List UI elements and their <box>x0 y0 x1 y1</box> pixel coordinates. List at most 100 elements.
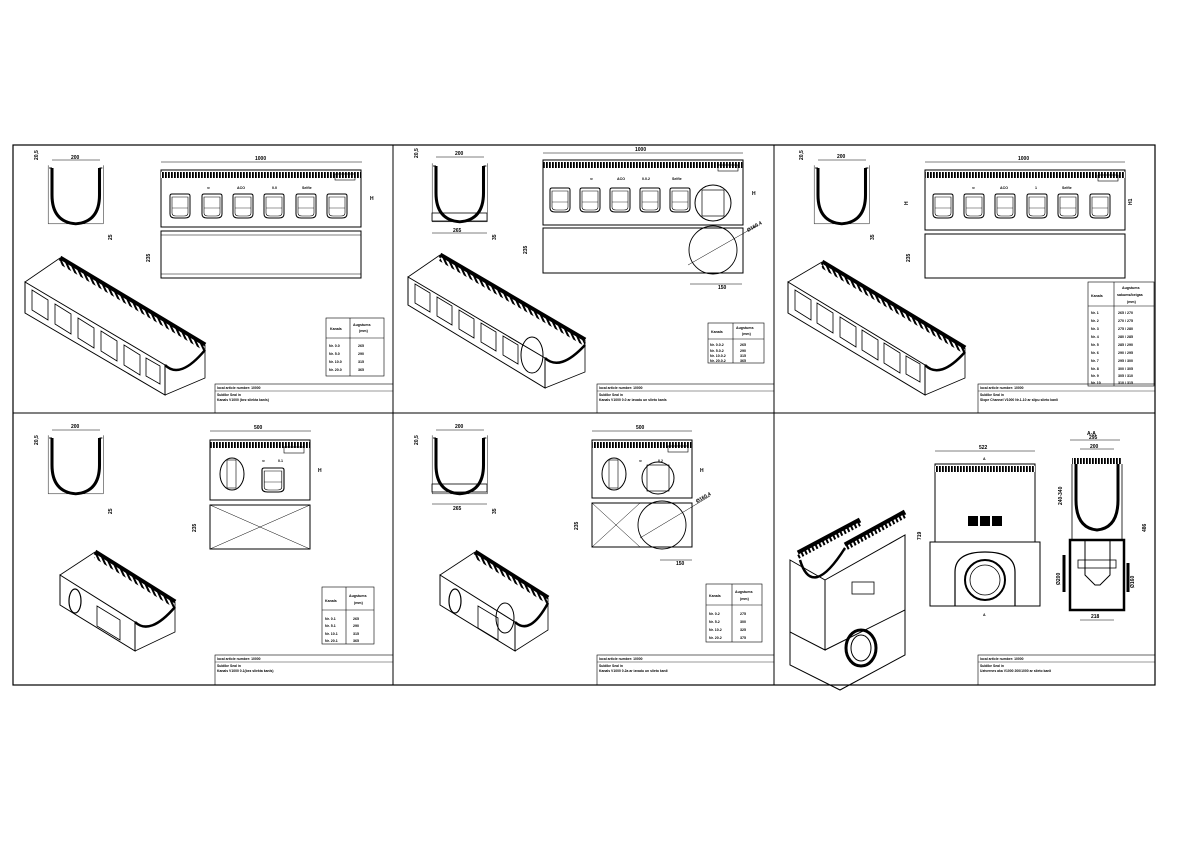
dimension-label: Nr. 0.2 <box>709 612 720 616</box>
dimension-label: 20,5 <box>414 148 420 158</box>
dimension-label: 295 <box>1089 435 1098 441</box>
dimension-label: Augstums <box>736 326 754 330</box>
dimension-label: H <box>318 468 322 474</box>
dimension-label: (mm) <box>740 597 750 601</box>
dimension-label: Nr. 10.0 <box>329 360 342 364</box>
dimension-label: 235 <box>906 253 912 262</box>
dimension-label: local article number: 10000 <box>217 657 261 661</box>
dimension-label: Uztvernes aka V1000 200/1000 ar slieto k… <box>980 669 1051 673</box>
dimension-label: Nr. 20.1 <box>325 639 338 643</box>
dimension-label: 295 / 300 <box>1118 359 1133 363</box>
dimension-label: 315 <box>358 360 364 364</box>
dimension-label: local article number: 10000 <box>599 386 643 390</box>
dimension-label: 280 / 285 <box>1118 335 1133 339</box>
p1-logo-size: 0.0 <box>272 186 277 190</box>
p4-title-block: local article number: 10000 Sublike Seal… <box>214 654 394 686</box>
dimension-label: 310 / 315 <box>1118 381 1133 385</box>
dimension-label: Nr. 2 <box>1091 319 1099 323</box>
dimension-label: 290 / 295 <box>1118 351 1133 355</box>
p1-width-dim: 200 <box>71 155 80 161</box>
dimension-label: 235 <box>523 245 529 254</box>
dimension-label: 200 <box>837 154 846 160</box>
dimension-label: 1000 <box>635 147 646 153</box>
dimension-label: 365 <box>740 359 746 363</box>
p1-table: Kanals Augstums (mm) Nr. 0.0 265 Nr. 5.0… <box>325 317 385 377</box>
dimension-label: Nr. 0.1 <box>325 617 336 621</box>
dimension-label: Nr. 5.0.2 <box>710 349 724 353</box>
dimension-label: Kanals <box>709 594 721 598</box>
p1-depth-dim: 235 <box>146 253 152 262</box>
dimension-label: Augstums <box>349 594 367 598</box>
dimension-label: 200 <box>455 424 464 430</box>
dimension-label: Nr. 5.2 <box>709 620 720 624</box>
dimension-label: ⇨ <box>972 186 976 190</box>
p3-table: Kanals Augstums sakums/beigas (mm) Nr. 1… <box>1087 281 1155 387</box>
dimension-label: 200 <box>1090 444 1099 450</box>
panel-6: 522 A A 719 A-A 295 200 240-340 486 Ø200… <box>789 431 1156 691</box>
dimension-label: 265 <box>358 344 364 348</box>
dimension-label: 500 <box>254 425 263 431</box>
p2-title-block: local article number: 10000 Sublike Seal… <box>596 383 775 414</box>
dimension-label: 200 <box>455 151 464 157</box>
dimension-label: Kanals <box>330 327 342 331</box>
dimension-label: 290 <box>740 349 746 353</box>
dimension-label: A-A <box>1087 431 1096 437</box>
dimension-label: ⇨ <box>590 177 594 181</box>
dimension-label: Nr. 10.1 <box>325 632 338 636</box>
dimension-label: Kanals <box>325 599 337 603</box>
dimension-label: ACO <box>1000 186 1008 190</box>
dimension-label: 300 <box>740 620 746 624</box>
dimension-label: sakums/beigas <box>1117 293 1143 297</box>
dimension-label: Slope Channel V1000 Nr.1-10 ar slipu sli… <box>980 398 1058 402</box>
dimension-label: 486 <box>1142 523 1148 532</box>
dimension-label: 150 <box>718 285 727 291</box>
dimension-label: 235 <box>574 521 580 530</box>
dimension-label: 275 / 280 <box>1118 327 1133 331</box>
dimension-label: 305 / 310 <box>1118 374 1133 378</box>
panel-2: 200 20,5 35 265 1000 ⇨ ACO 0.0.2 Selfie … <box>407 147 775 414</box>
dimension-label: 500 <box>636 425 645 431</box>
dimension-label: ⇨ <box>262 459 266 463</box>
dimension-label: 290 <box>353 624 359 628</box>
dimension-label: Nr. 10.0.2 <box>710 354 726 358</box>
dimension-label: 365 <box>353 639 359 643</box>
dimension-label: 20,5 <box>414 435 420 445</box>
dimension-label: Nr. 9 <box>1091 374 1099 378</box>
dimension-label: Nr. 20.0.2 <box>710 359 726 363</box>
dimension-label: Nr. 5 <box>1091 343 1099 347</box>
dimension-label: Kanals V1000 0.0 ar izvadu un slieto kan… <box>599 398 667 402</box>
dimension-label: Kanals <box>1091 294 1103 298</box>
dimension-label: H1 <box>1128 198 1134 205</box>
p1-height-side-dim: 25 <box>108 234 114 240</box>
dimension-label: Nr. 20.2 <box>709 636 722 640</box>
dimension-label: 25 <box>108 508 114 514</box>
p2-table: Kanals Augstums (mm) Nr. 0.0.2 265 Nr. 5… <box>707 322 765 364</box>
dimension-label: 300 / 305 <box>1118 367 1133 371</box>
dimension-label: local article number: 10000 <box>599 657 643 661</box>
dimension-label: Sublike Seal in <box>599 393 623 397</box>
dimension-label: 20,5 <box>799 150 805 160</box>
dimension-label: Selfie <box>1062 186 1072 190</box>
dimension-label: H <box>700 468 704 474</box>
dimension-label: Augstums <box>353 323 371 327</box>
dimension-label: Nr. 10 <box>1091 381 1101 385</box>
sheet-frame <box>12 144 1156 686</box>
dimension-label: Nr. 0.0 <box>329 344 340 348</box>
dimension-label: 275 <box>740 612 746 616</box>
dimension-label: 719 <box>917 531 923 540</box>
dimension-label: 35 <box>870 234 876 240</box>
dimension-label: Kanals V1000 (bez sliekta kanls) <box>217 398 269 402</box>
dimension-label: Ø160 <box>1130 576 1136 588</box>
dimension-label: Nr. 10.2 <box>709 628 722 632</box>
panel-1: 200 20,5 25 1000 ⇨ ACO 0.0 Selfie H 235 <box>24 150 394 414</box>
dimension-label: ACO <box>617 177 625 181</box>
dimension-label: (mm) <box>742 332 752 336</box>
p1-logo-brand: Selfie <box>302 186 312 190</box>
dimension-label: 0.0.2 <box>642 177 650 181</box>
dimension-label: A <box>983 457 986 461</box>
dimension-label: Kanals <box>711 330 723 334</box>
dimension-label: 0.2 <box>658 459 663 463</box>
panel-5: 200 20,5 35 265 500 ⇨ 0.2 H Ø160.4 150 2… <box>414 424 775 686</box>
dimension-label: H <box>904 201 910 205</box>
